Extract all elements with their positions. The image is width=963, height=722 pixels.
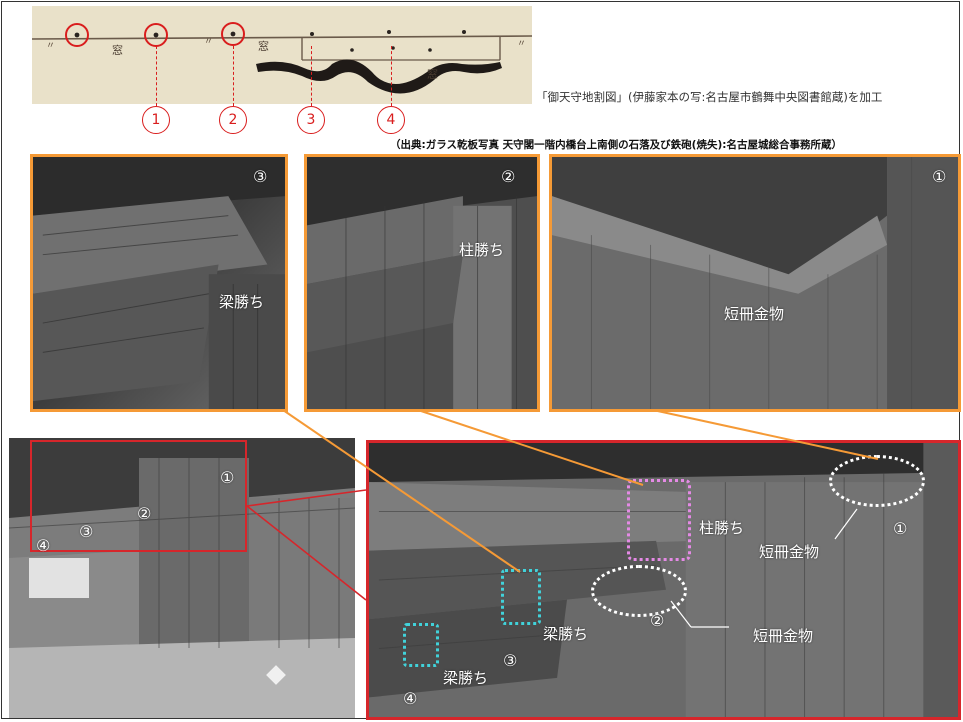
panel-2-label: 柱勝ち [459,241,505,259]
plan-window-glyph-3: 窓 [427,68,438,81]
svg-text:〃: 〃 [204,37,213,47]
plan-marker-4: 4 [377,106,405,134]
callout-tanzaku-2 [591,565,687,617]
detail-marker-4: ④ [403,689,418,708]
plan-window-glyph-2: 窓 [258,40,269,53]
detail-marker-3: ③ [503,651,518,670]
panel-1-marker: ① [932,167,947,186]
photo-panel-1: ① 短冊金物 [549,154,961,412]
callout-hari-2 [403,623,439,667]
detail-label-tanzaku-2: 短冊金物 [753,627,814,645]
overview-marker-4: ④ [36,536,51,555]
detail-label-hari-2: 梁勝ち [443,669,489,687]
detail-marker-2: ② [650,611,665,630]
plan-drawing: 〃 〃 〃 窓 窓 窓 [32,6,532,104]
plan-guide-3 [311,46,312,106]
panel-1-label: 短冊金物 [724,305,785,323]
photo-panel-3: ③ 梁勝ち [30,154,288,412]
detail-marker-1: ① [893,519,908,538]
overview-zoom-box [30,440,247,552]
detail-label-hari-1: 梁勝ち [543,625,589,643]
plan-guide-1 [156,46,157,106]
panel-2-marker: ② [501,167,516,186]
svg-text:〃: 〃 [517,39,526,49]
source-caption: （出典:ガラス乾板写真 天守閣一階内橋台上南側の石落及び鉄砲(焼失):名古屋城総… [390,139,842,151]
plan-marker-2: 2 [219,106,247,134]
panel-3-marker: ③ [253,167,268,186]
detail-photo: ① ② ③ ④ 柱勝ち 短冊金物 短冊金物 梁勝ち 梁勝ち [366,440,961,720]
overview-marker-2: ② [137,504,152,523]
overview-marker-1: ① [220,468,235,487]
callout-hari-1 [501,569,541,625]
plan-marker-3: 3 [297,106,325,134]
plan-caption: 「御天守地割図」(伊藤家本の写:名古屋市鶴舞中央図書館蔵)を加工 [536,90,883,104]
svg-text:〃: 〃 [46,41,55,51]
panel-3-label: 梁勝ち [219,293,265,311]
callout-hashira [627,479,691,561]
plan-guide-2 [233,46,234,106]
photo-panel-2: ② 柱勝ち [304,154,540,412]
detail-label-hashira: 柱勝ち [699,519,745,537]
overview-marker-3: ③ [79,522,94,541]
detail-label-tanzaku-1: 短冊金物 [759,543,820,561]
plan-window-glyph-1: 窓 [112,44,123,57]
plan-guide-4 [391,46,392,106]
plan-marker-1: 1 [142,106,170,134]
